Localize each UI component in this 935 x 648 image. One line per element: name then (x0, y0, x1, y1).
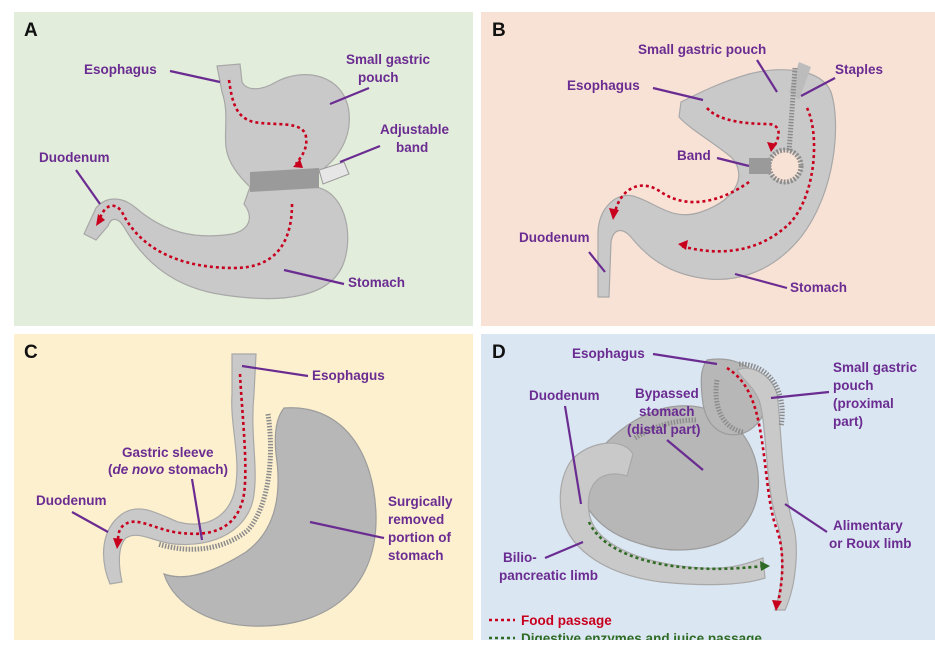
label-removed-line4: stomach (388, 548, 444, 563)
label-stomach: Stomach (348, 275, 405, 290)
arrowhead (760, 561, 770, 571)
label-sleeve-line1: Gastric sleeve (122, 445, 214, 460)
panel-d: D Esophagus Duodenum Bypassed stomach (d… (481, 334, 935, 640)
panel-d-letter: D (492, 342, 506, 363)
band-b (749, 158, 771, 174)
label-alimentary-line2: or Roux limb (829, 536, 912, 551)
label-bypassed-line2: stomach (639, 404, 695, 419)
label-pouch-line2: pouch (833, 378, 874, 393)
label-duodenum: Duodenum (529, 388, 600, 403)
label-duodenum: Duodenum (39, 150, 110, 165)
banded-gastroplasty-illustration (598, 62, 836, 297)
label-esophagus: Esophagus (572, 346, 645, 361)
label-bilio-line2: pancreatic limb (499, 568, 598, 583)
label-removed-line2: removed (388, 512, 444, 527)
legend-food-label: Food passage (521, 613, 612, 628)
label-duodenum: Duodenum (36, 493, 107, 508)
legend-enzymes-label: Digestive enzymes and juice passage (521, 631, 762, 640)
label-pouch: Small gastric pouch (638, 42, 766, 57)
leader-line (653, 354, 717, 364)
label-removed-line3: portion of (388, 530, 451, 545)
panel-c: C Esophagus Gastric sleeve (de novo stom… (14, 334, 473, 640)
panel-a: A Esophagus Small gastric pouch Adjustab… (14, 12, 473, 326)
legend: Food passage Digestive enzymes and juice… (489, 613, 762, 640)
panel-b: B Small gastric pouch Staples Esophagus … (481, 12, 935, 326)
leader-line (72, 512, 108, 532)
leader-line (735, 274, 787, 288)
label-band-line1: Adjustable (380, 122, 450, 137)
label-pouch-line2: pouch (358, 70, 399, 85)
label-alimentary-line1: Alimentary (833, 518, 903, 533)
label-bilio-line1: Bilio- (503, 550, 537, 565)
label-sleeve-line2: (de novo stomach) (108, 462, 228, 477)
label-bypassed-line1: Bypassed (635, 386, 699, 401)
label-bypassed-line3: (distal part) (627, 422, 701, 437)
label-esophagus: Esophagus (84, 62, 157, 77)
label-pouch-line4: part) (833, 414, 863, 429)
banded-stomach-illustration (84, 64, 349, 299)
stapled-ring (769, 150, 801, 182)
panel-a-diagram: A Esophagus Small gastric pouch Adjustab… (14, 12, 473, 326)
leader-line (76, 170, 100, 204)
panel-d-diagram: D Esophagus Duodenum Bypassed stomach (d… (481, 334, 935, 640)
leader-line (653, 88, 703, 100)
sleeve-gastrectomy-illustration (104, 354, 376, 626)
label-pouch-line1: Small gastric (346, 52, 431, 67)
label-pouch-line1: Small gastric (833, 360, 918, 375)
leader-line (545, 542, 583, 558)
label-esophagus: Esophagus (567, 78, 640, 93)
leader-line (170, 71, 220, 82)
label-band: Band (677, 148, 711, 163)
panel-b-letter: B (492, 20, 506, 41)
panel-b-diagram: B Small gastric pouch Staples Esophagus … (481, 12, 935, 326)
label-removed-line1: Surgically (388, 494, 453, 509)
panel-a-letter: A (24, 20, 38, 41)
label-band-line2: band (396, 140, 428, 155)
panel-c-diagram: C Esophagus Gastric sleeve (de novo stom… (14, 334, 473, 640)
leader-line (340, 146, 380, 162)
gastric-band (250, 168, 319, 192)
label-stomach: Stomach (790, 280, 847, 295)
label-staples: Staples (835, 62, 883, 77)
label-pouch-line3: (proximal (833, 396, 894, 411)
panel-c-letter: C (24, 342, 38, 363)
label-duodenum: Duodenum (519, 230, 590, 245)
label-esophagus: Esophagus (312, 368, 385, 383)
